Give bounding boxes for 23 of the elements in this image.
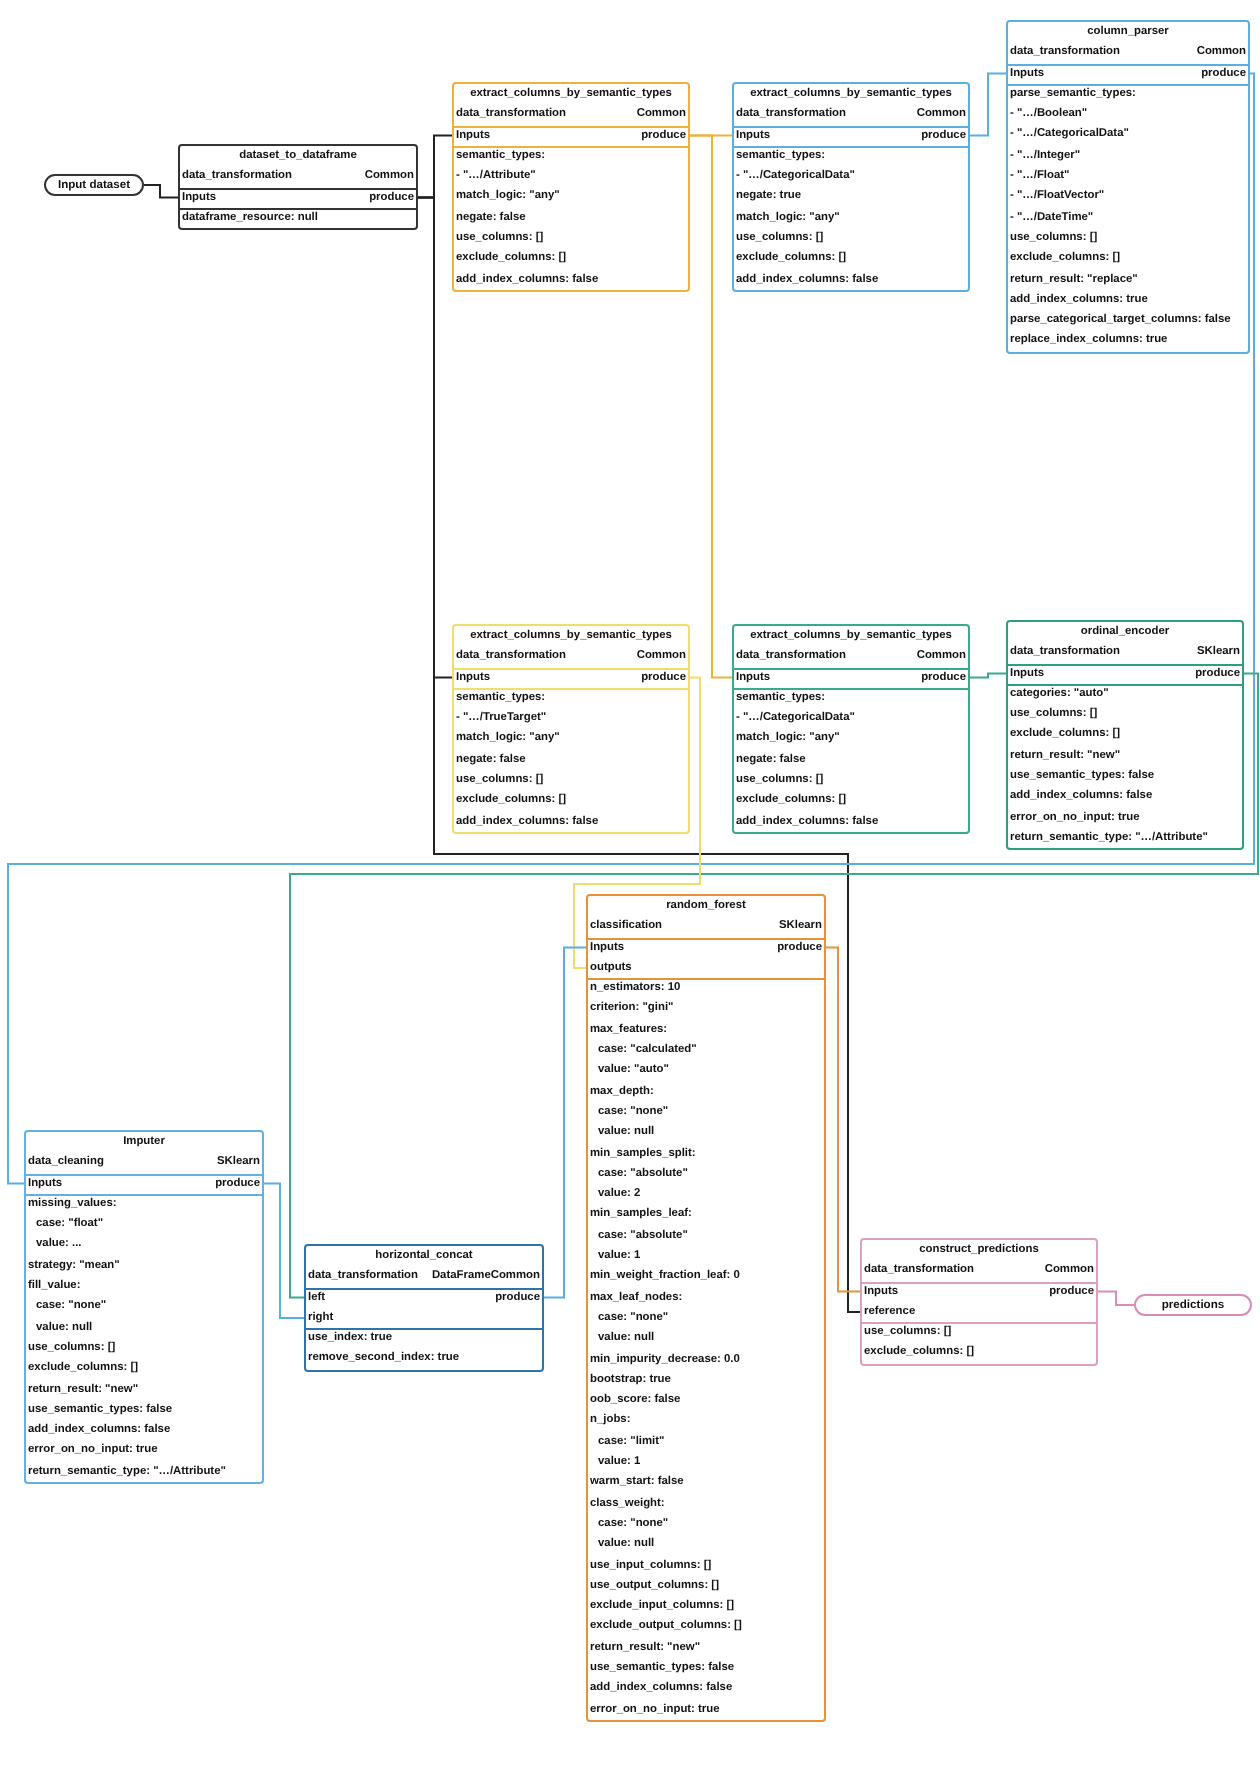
step-card	[732, 82, 970, 292]
step-card	[452, 624, 690, 834]
step-card	[732, 624, 970, 834]
step-card	[1006, 20, 1250, 354]
step-card	[1006, 620, 1244, 851]
step-card	[452, 82, 690, 292]
step-card	[304, 1244, 544, 1372]
step-card	[178, 144, 418, 231]
connector-line	[7, 72, 1255, 1185]
connector-line	[825, 946, 861, 1293]
step-card	[24, 1130, 264, 1485]
connector-line	[143, 184, 179, 199]
connector-line	[543, 946, 587, 1299]
step-card	[860, 1238, 1098, 1366]
connector-line	[417, 196, 861, 1314]
connector-line	[289, 672, 1259, 1299]
connector-line	[969, 672, 1007, 679]
step-card	[586, 894, 826, 1722]
connector-line	[689, 134, 733, 679]
connector-line	[969, 72, 1007, 137]
connector-line	[1097, 1290, 1135, 1306]
connector-line	[263, 1182, 305, 1320]
connector-line	[573, 676, 701, 970]
